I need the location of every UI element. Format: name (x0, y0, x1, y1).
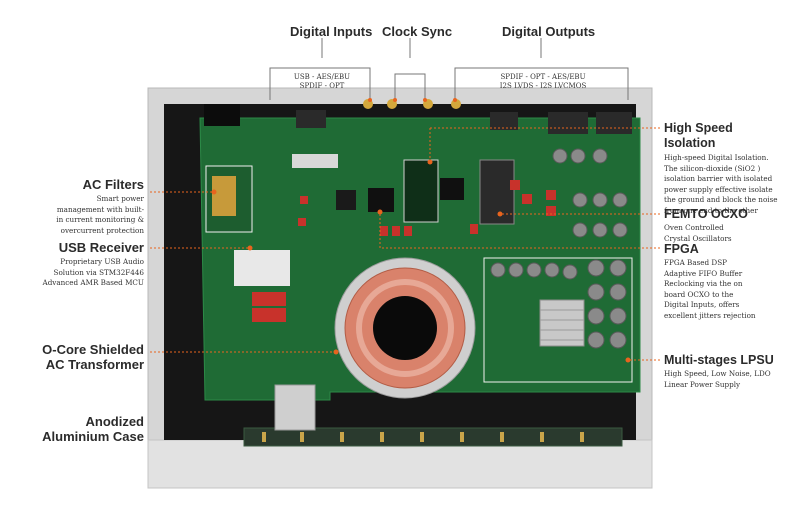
ac-filters-line: management with built- (56, 204, 144, 214)
transformer-title-line2: AC Transformer (45, 357, 144, 372)
inputs-port-line2: SPDIF - OPT (299, 82, 345, 90)
lpsu-desc: High Speed, Low Noise, LDO Linear Power … (664, 369, 771, 390)
usb-receiver-line: Solution via STM32F446 (53, 267, 144, 277)
femto-line: Crystal Oscillators (664, 233, 732, 243)
femto-line: Oven Controlled (664, 223, 724, 232)
isolation-desc: High-speed Digital Isolation. The silico… (664, 153, 778, 216)
ocxo-block (479, 159, 515, 225)
lpsu-line: Linear Power Supply (664, 379, 741, 389)
usb-receiver-title: USB Receiver (58, 240, 144, 255)
inputs-port-line1: USB - AES/EBU (293, 73, 351, 81)
usb-receiver-line: Advanced AMR Based MCU (42, 278, 145, 287)
relay-white (234, 250, 290, 286)
isolation-line: power supply effective isolate (664, 184, 773, 194)
inputs-port-label: USB - AES/EBU SPDIF - OPT (282, 73, 362, 91)
leader-lines (150, 127, 660, 361)
usb-receiver-line: Proprietary USB Audio (60, 257, 144, 266)
heatsink (539, 299, 585, 347)
case-front-panel (147, 439, 653, 489)
fpga-chip (368, 188, 394, 212)
leader-dots (211, 159, 631, 363)
fpga-line: excellent jitters rejection (664, 310, 756, 320)
fpga-line: Reclocking via the on (664, 279, 743, 288)
isolation-title-line1: High Speed (664, 121, 733, 135)
case-title-line1: Anodized (85, 414, 145, 429)
dsp-chip (440, 178, 464, 200)
front-board (243, 427, 623, 447)
filter-coil (212, 176, 236, 216)
top-bracket-dots (368, 98, 457, 102)
femto-desc: Oven Controlled Crystal Oscillators (664, 223, 732, 244)
isolation-line: isolation barrier with isolated (664, 174, 773, 183)
fpga-line: Digital Inputs, offers (664, 300, 740, 309)
relay-red-1 (252, 292, 286, 306)
transformer-title-line1: O-Core Shielded (42, 342, 144, 357)
lpsu-capacitors (490, 148, 628, 349)
ac-filters-line: Smart power (96, 194, 144, 203)
isolation-line: The silicon-dioxide (SiO2 ) (664, 163, 761, 173)
outputs-port-label: SPDIF - OPT - AES/EBU I2S LVDS - I2S LVC… (488, 73, 598, 91)
digital-inputs-heading: Digital Inputs (290, 24, 373, 39)
lpsu-line: High Speed, Low Noise, LDO (664, 369, 771, 378)
isolation-chip (403, 159, 439, 223)
heatsink-fins (540, 309, 584, 341)
top-bracket-lines (269, 38, 629, 100)
isolation-title: High Speed Isolation (664, 121, 733, 151)
ac-filters-desc: Smart power management with built- in cu… (56, 194, 144, 236)
lpsu-area (483, 257, 633, 383)
label-panel (292, 154, 338, 168)
fpga-line: board OCXO to the (664, 289, 734, 299)
fpga-title: FPGA (664, 242, 699, 256)
isolation-line: from one end to the other (664, 205, 758, 215)
usb-chip (336, 190, 356, 210)
ac-filters-title: AC Filters (82, 177, 144, 192)
ac-filters-line: overcurrent protection (60, 225, 144, 235)
digital-outputs-heading: Digital Outputs (502, 24, 596, 39)
isolation-title-line2: Isolation (664, 136, 716, 150)
toroid-winding-highlight (356, 279, 454, 377)
toroid-core (373, 296, 437, 360)
fpga-line: FPGA Based DSP (664, 258, 727, 267)
relay-red-2 (252, 308, 286, 322)
ribbon-cable (274, 384, 316, 431)
usb-receiver-desc: Proprietary USB Audio Solution via STM32… (43, 257, 145, 289)
main-pcb (199, 117, 641, 401)
ac-filters-line: in current monitoring & (56, 215, 144, 224)
outputs-port-line1: SPDIF - OPT - AES/EBU (500, 73, 586, 81)
smd-capacitors (298, 180, 556, 236)
outputs-port-line2: I2S LVDS - I2S LVCMOS (499, 82, 587, 90)
isolation-line: High-speed Digital Isolation. (664, 153, 769, 162)
isolation-line: the ground and block the noise (664, 195, 778, 204)
transformer-title: O-Core Shielded AC Transformer (42, 342, 144, 372)
clock-sync-heading: Clock Sync (382, 24, 453, 39)
lpsu-title: Multi-stages LPSU (664, 353, 774, 367)
front-board-pins (262, 432, 584, 442)
fpga-line: Adaptive FIFO Buffer (664, 268, 743, 278)
femto-title: FEMTO OCXO (664, 207, 748, 221)
case-title: Anodized Aluminium Case (42, 414, 144, 444)
fpga-desc: FPGA Based DSP Adaptive FIFO Buffer Recl… (664, 258, 756, 321)
case-title-line2: Aluminium Case (42, 429, 144, 444)
